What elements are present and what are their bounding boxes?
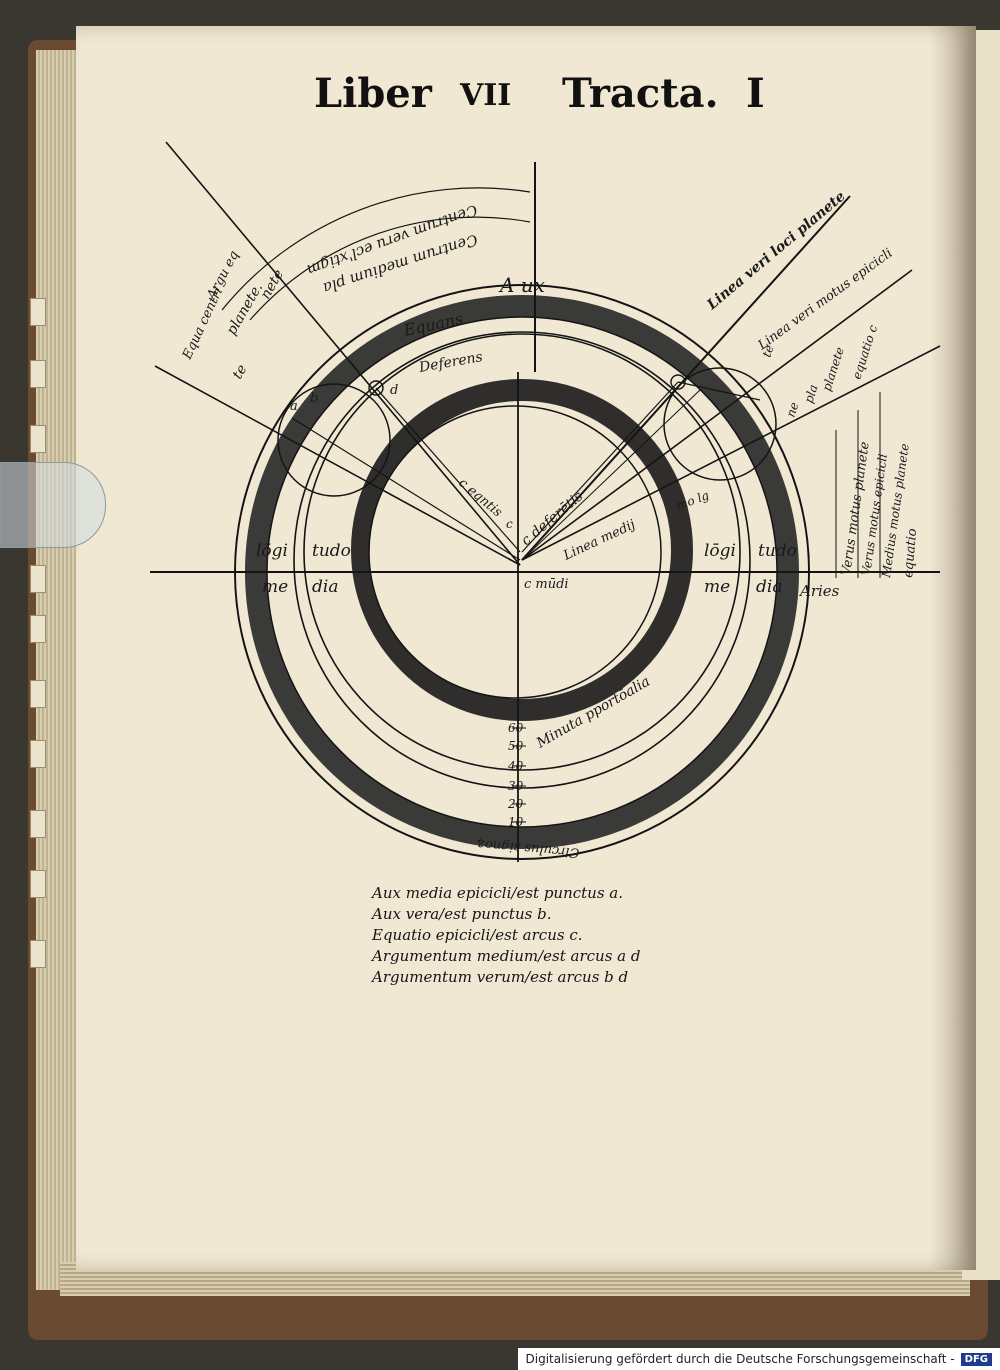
radial-line [677,381,761,401]
label-aries: Aries [798,582,840,600]
index-tab [30,680,46,708]
running-header: Liber VII Tracta. I [300,70,780,130]
radial-line [291,417,521,561]
inner-ring-hollow [368,405,662,699]
header-book-number: VII [460,78,512,113]
radial-line [521,195,851,561]
page-gutter [930,26,976,1270]
index-tab [30,298,46,326]
label-media-left-2: dia [312,577,338,597]
index-tab [30,360,46,388]
footer-text: Digitalisierung gefördert durch die Deut… [525,1352,955,1366]
scale-label: 60 [508,721,524,735]
caption-line: Argumentum medium/est arcus a d [372,947,641,965]
scale-label: 40 [507,759,524,773]
index-tab [30,615,46,643]
caption-line: Aux media epicicli/est punctus a. [372,884,624,902]
header-section: I [746,70,765,117]
equans-circle [293,331,751,789]
label-nete: nete [258,267,287,302]
scale-label: 10 [508,815,524,829]
label-media-left-1: me [262,577,288,597]
footer-credit: Digitalisierung gefördert durch die Deut… [517,1348,1000,1370]
label-longitudo-left-2: tudo [312,541,351,561]
label-longitudo-right-1: lōgi [704,541,736,561]
index-tab [30,565,46,593]
point-d: d [390,383,398,398]
point-b: b [310,391,318,406]
label-media-right-2: dia [756,577,782,597]
point-a: a [290,399,298,414]
label-te: te [230,362,251,382]
radial-line [165,141,521,566]
label-pla-small: pla [802,383,821,405]
label-arc [249,216,531,321]
radial-line [521,389,701,561]
epicycle-center-left [368,380,384,396]
label-centrum-mundi: c mūdi [524,577,569,592]
radial-line [154,365,521,566]
dfg-logo: DFG [960,1352,992,1366]
point-c: c [506,517,513,531]
caption-line: Argumentum verum/est arcus b d [372,968,629,986]
scale-label: 20 [507,797,524,811]
header-tracta: Tracta. [562,70,719,117]
caption-line: Aux vera/est punctus b. [372,905,552,923]
label-equatio-c: equatio c [850,323,881,381]
radial-line [521,381,679,553]
label-planete-small: planete [820,345,847,393]
index-tab [30,870,46,898]
label-longitudo-right-2: tudo [758,541,797,561]
caption-line: Equatio epicicli/est arcus c. [372,926,583,944]
index-tab [30,425,46,453]
label-aux: A ux [498,273,545,297]
page-clip [0,462,106,548]
epicycle-left [277,383,391,497]
label-arc [221,187,531,311]
label-media-right-1: me [704,577,730,597]
label-longitudo-left-1: lōgi [256,541,288,561]
index-tab [30,740,46,768]
radial-line [521,269,913,561]
label-ne: ne [784,400,802,418]
index-tab [30,810,46,838]
epicycle-center-right [670,374,686,390]
index-tab [30,940,46,968]
label-equatio: equatio [901,528,920,579]
scale-label: 50 [508,739,524,753]
header-liber: Liber [314,70,432,117]
radial-line [521,345,941,561]
label-te-small: te [760,343,777,359]
deferens-circle [303,333,741,771]
scale-label: 30 [508,779,524,793]
radial-line [375,387,521,553]
inner-dark-ring [351,379,693,721]
